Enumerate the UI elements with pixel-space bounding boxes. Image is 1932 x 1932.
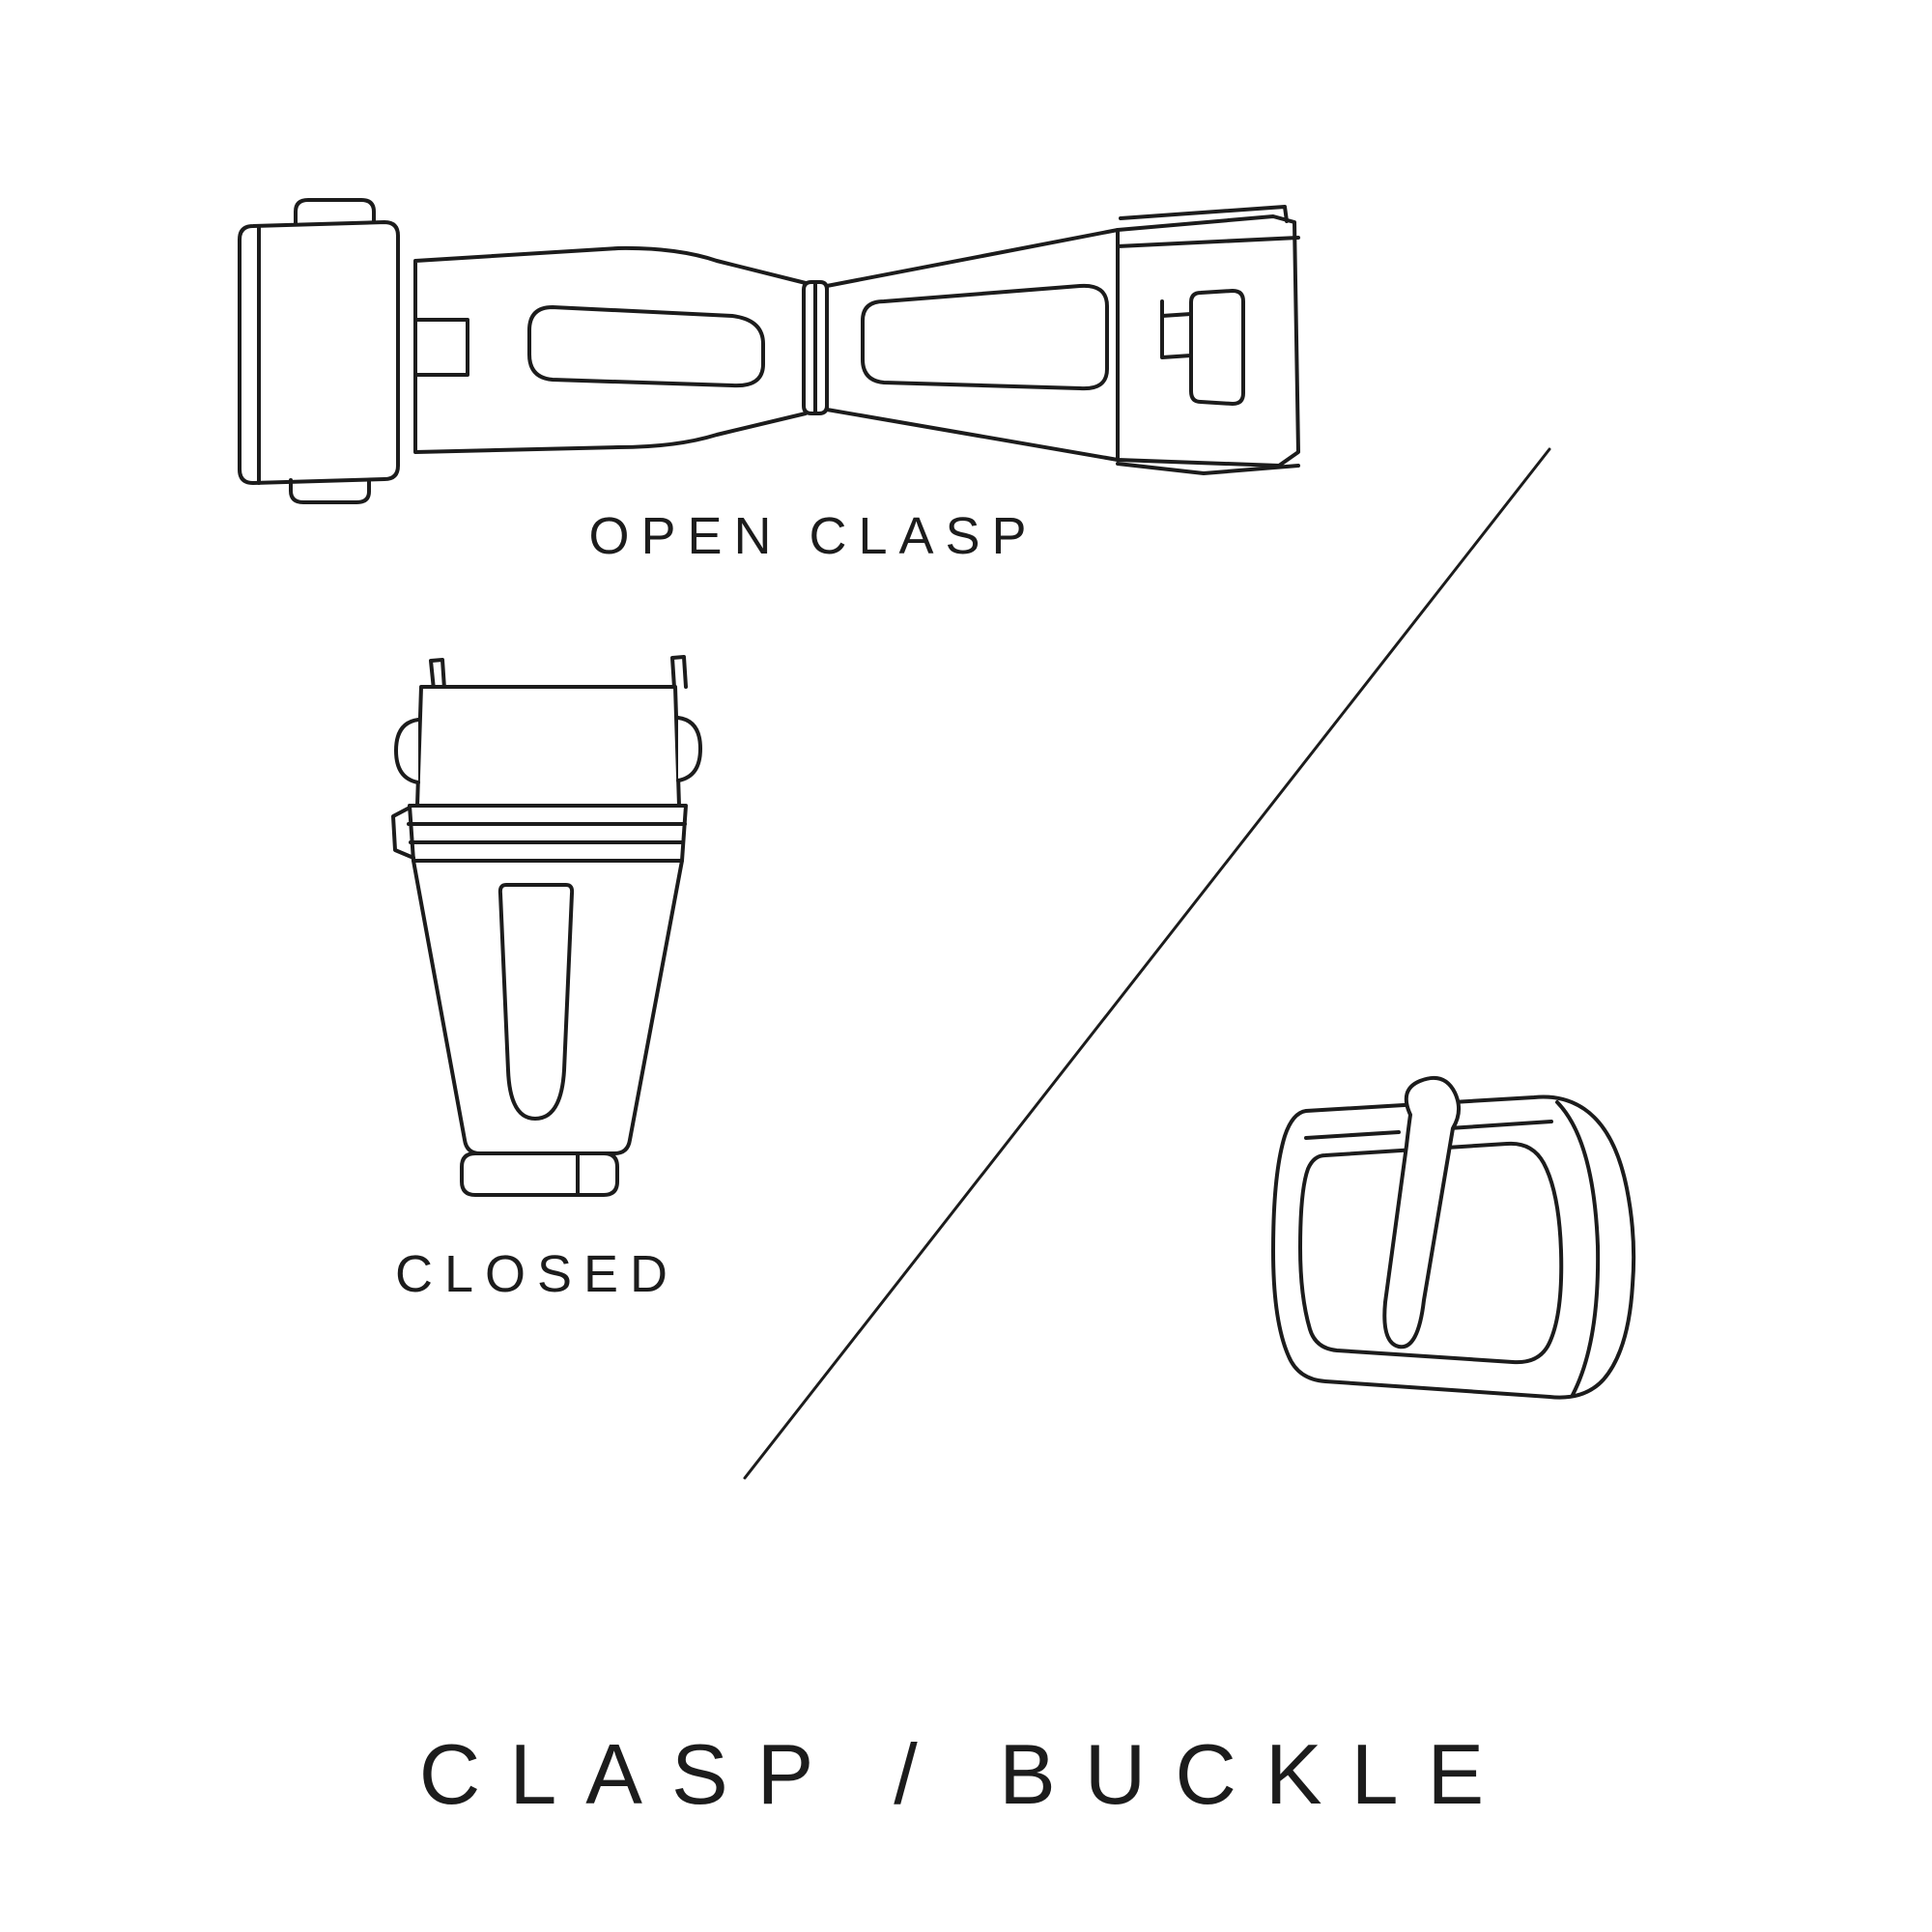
clasp-right-head-lip xyxy=(1116,236,1300,248)
closed-band-tab xyxy=(391,806,415,860)
open-clasp-illustration xyxy=(238,198,1300,504)
closed-body-slot xyxy=(497,883,575,1121)
buckle-pin-left xyxy=(1304,1130,1401,1140)
buckle-tongue-icon xyxy=(1382,1076,1461,1350)
buckle-side-thickness xyxy=(1555,1100,1601,1397)
clasp-top-tab-icon xyxy=(294,198,376,225)
closed-prong-right xyxy=(670,655,688,690)
closed-label: CLOSED xyxy=(394,1245,680,1303)
clasp-left-arm-cutout xyxy=(527,305,765,388)
clasp-left-head-icon xyxy=(238,220,400,485)
clasp-right-head-top-flange xyxy=(1119,205,1289,223)
buckle-pin-right xyxy=(1447,1120,1553,1130)
closed-band-icon xyxy=(408,804,688,863)
open-clasp-label: OPEN CLASP xyxy=(588,507,1038,565)
closed-prong-left xyxy=(429,658,446,692)
page-title: CLASP / BUCKLE xyxy=(418,1726,1514,1822)
clasp-release-hook-bottom xyxy=(1160,314,1193,359)
closed-left-ear xyxy=(394,718,420,784)
closed-top-block-icon xyxy=(415,685,681,808)
buckle-illustration xyxy=(1271,1076,1636,1400)
diagonal-divider xyxy=(743,447,1551,1480)
closed-bottom-bar-icon xyxy=(460,1151,619,1197)
clasp-right-arm-cutout xyxy=(861,283,1109,391)
closed-clasp-illustration xyxy=(391,655,702,1197)
closed-right-ear xyxy=(676,716,702,782)
clasp-bottom-tab-icon xyxy=(289,478,371,504)
clasp-right-head-cutout xyxy=(1189,289,1245,406)
clasp-right-head-bottom-flange xyxy=(1116,462,1300,475)
clasp-left-arm-notch xyxy=(413,318,469,377)
